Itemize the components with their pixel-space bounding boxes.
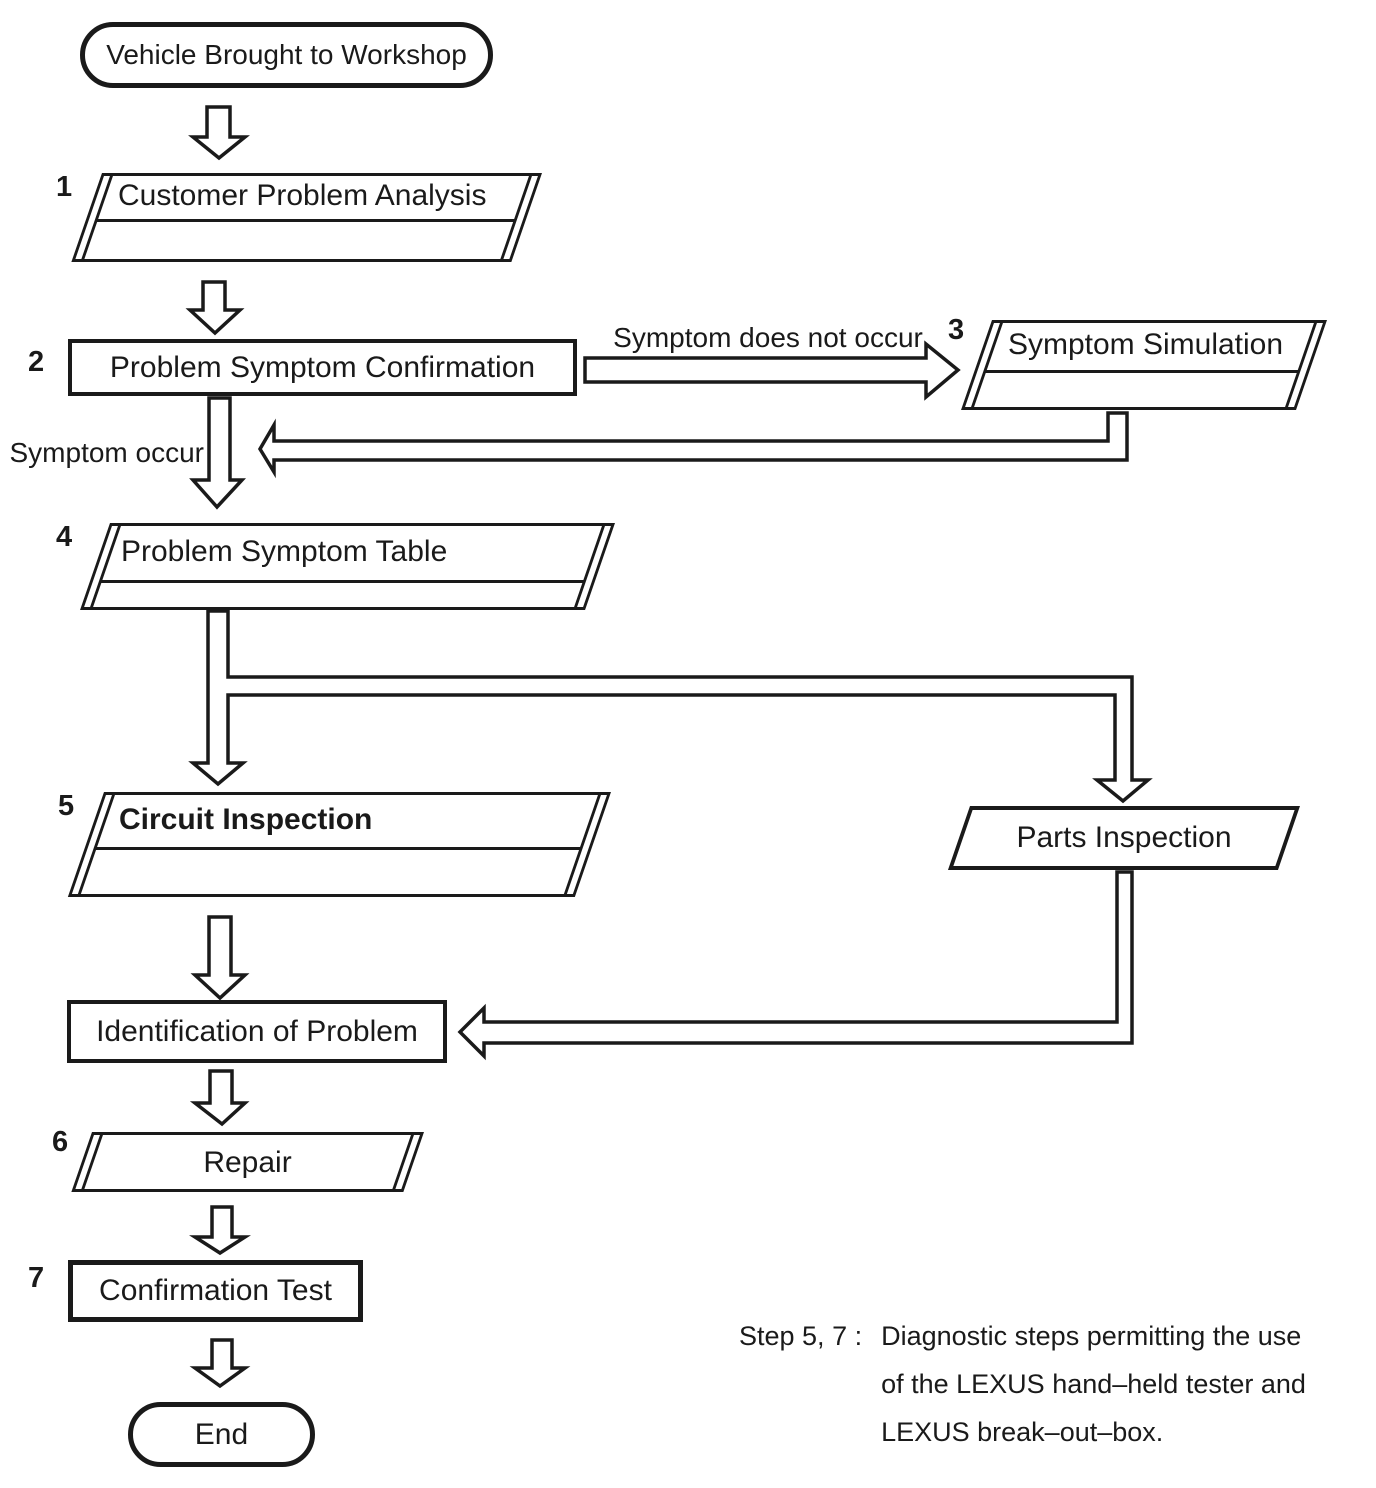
footnote: Step 5, 7 : Diagnostic steps permitting … bbox=[739, 1312, 1306, 1456]
node-step4-label: Problem Symptom Table bbox=[121, 534, 448, 568]
connector-parts-to-identification-arrow bbox=[457, 870, 1134, 1061]
step3-number: 3 bbox=[948, 314, 965, 346]
step6-number: 6 bbox=[52, 1126, 69, 1158]
connector-repair-to-confirmation-arrow bbox=[189, 1205, 251, 1256]
node-identification bbox=[67, 1000, 447, 1063]
footnote-line: Diagnostic steps permitting the use bbox=[881, 1321, 1302, 1351]
node-step3-divider bbox=[983, 370, 1300, 373]
node-parts-inspection-label: Parts Inspection bbox=[1016, 821, 1232, 854]
connector-identification-to-repair-arrow bbox=[189, 1069, 250, 1127]
step5-number: 5 bbox=[58, 790, 75, 822]
node-step2-label: Problem Symptom Confirmation bbox=[109, 350, 536, 384]
node-step7 bbox=[68, 1260, 363, 1322]
step4-number: 4 bbox=[56, 521, 73, 553]
connector-start-to-step1-arrow bbox=[188, 105, 250, 161]
node-step1-label: Customer Problem Analysis bbox=[118, 179, 487, 212]
node-step1-divider bbox=[95, 219, 517, 222]
edge-label-symptom-occur: Symptom occur bbox=[9, 437, 205, 468]
connector-step4-branch-arrows bbox=[188, 609, 1153, 804]
node-step2 bbox=[68, 339, 577, 396]
connector-step3-return-arrow bbox=[257, 411, 1129, 479]
node-end bbox=[128, 1402, 315, 1467]
footnote-label: Step 5, 7 : bbox=[739, 1321, 863, 1351]
node-identification-label: Identification of Problem bbox=[96, 1014, 418, 1048]
node-step3-label: Symptom Simulation bbox=[1007, 328, 1284, 361]
node-step6-label: Repair bbox=[203, 1145, 292, 1179]
step7-number: 7 bbox=[28, 1262, 45, 1294]
step1-number: 1 bbox=[56, 171, 73, 203]
connector-step2-to-step3-arrow bbox=[583, 340, 961, 401]
connector-step1-to-step2-arrow bbox=[185, 280, 245, 336]
footnote-text: Diagnostic steps permitting the use of t… bbox=[881, 1312, 1306, 1456]
footnote-line: LEXUS break–out–box. bbox=[881, 1417, 1164, 1447]
connector-confirmation-to-end-arrow bbox=[189, 1338, 251, 1389]
node-step5-label: Circuit Inspection bbox=[119, 802, 373, 836]
step2-number: 2 bbox=[28, 346, 45, 378]
footnote-line: of the LEXUS hand–held tester and bbox=[881, 1369, 1306, 1399]
node-step5-divider bbox=[94, 847, 583, 850]
node-step4-divider bbox=[99, 580, 586, 583]
node-start-label: Vehicle Brought to Workshop bbox=[106, 39, 467, 70]
connector-step5-to-identification-arrow bbox=[190, 915, 250, 1001]
node-start bbox=[80, 22, 493, 88]
node-end-label: End bbox=[194, 1417, 249, 1451]
connector-step2-to-step4-arrow bbox=[189, 396, 247, 510]
node-step7-label: Confirmation Test bbox=[99, 1274, 332, 1307]
edge-label-no-symptom: Symptom does not occur bbox=[613, 322, 923, 353]
